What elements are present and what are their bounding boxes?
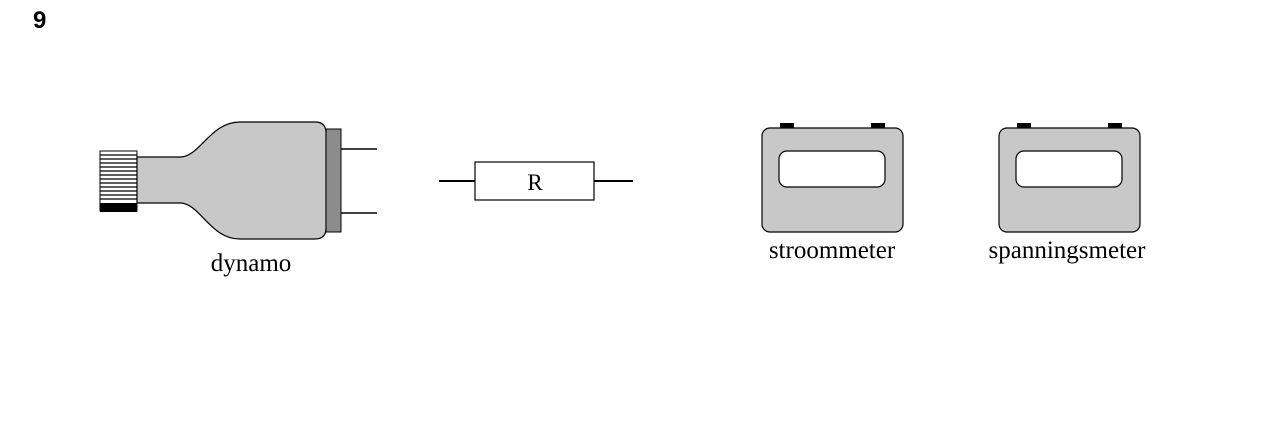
dynamo-end-plate — [325, 128, 342, 233]
voltmeter-terminal-left — [1017, 123, 1031, 130]
dynamo-knob — [99, 150, 138, 212]
voltmeter-terminal-right — [1108, 123, 1122, 130]
ammeter-terminal-left — [780, 123, 794, 130]
voltmeter: spanningsmeter — [989, 123, 1147, 264]
resistor-label: R — [527, 170, 543, 195]
ammeter: stroommeter — [761, 123, 904, 264]
dynamo: dynamo — [99, 121, 377, 277]
dynamo-body — [136, 121, 327, 240]
ammeter-display — [778, 150, 886, 188]
voltmeter-display — [1015, 150, 1123, 188]
ammeter-label: stroommeter — [769, 237, 896, 264]
ammeter-terminal-right — [871, 123, 885, 130]
voltmeter-label: spanningsmeter — [989, 237, 1147, 264]
dynamo-label: dynamo — [211, 250, 292, 277]
resistor: R — [439, 161, 633, 201]
question-number: 9 — [33, 7, 47, 34]
